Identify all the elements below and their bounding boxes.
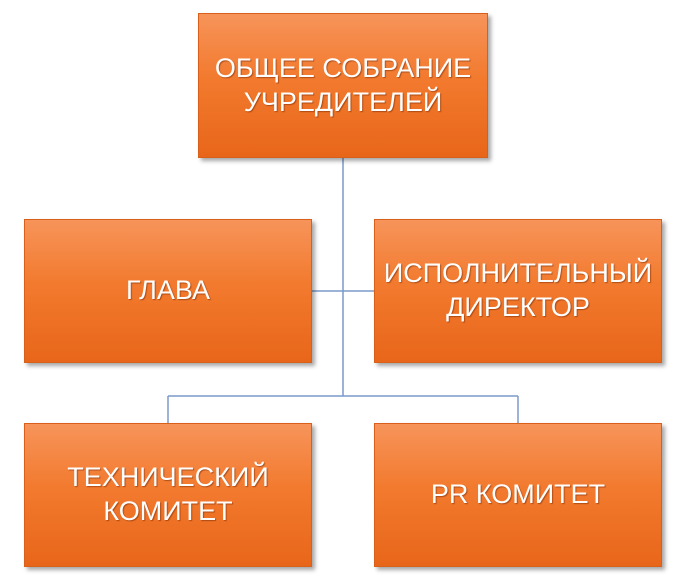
node-pr-committee: PR КОМИТЕТ bbox=[374, 423, 662, 567]
node-label-line: PR КОМИТЕТ bbox=[430, 479, 606, 510]
node-founders-meeting: ОБЩЕЕ СОБРАНИЕ УЧРЕДИТЕЛЕЙ bbox=[198, 13, 488, 158]
node-label-line: ОБЩЕЕ СОБРАНИЕ bbox=[214, 52, 472, 83]
node-label-line: ГЛАВА bbox=[126, 275, 210, 306]
node-label-line: УЧРЕДИТЕЛЕЙ bbox=[243, 86, 443, 117]
node-label-line: КОМИТЕТ bbox=[103, 496, 233, 526]
node-label-line: ТЕХНИЧЕСКИЙ bbox=[67, 462, 269, 493]
node-label-line: ДИРЕКТОР bbox=[446, 292, 590, 322]
node-head: ГЛАВА bbox=[24, 219, 312, 363]
node-label-line: ИСПОЛНИТЕЛЬНЫЙ bbox=[383, 258, 653, 289]
node-executive-director: ИСПОЛНИТЕЛЬНЫЙ ДИРЕКТОР bbox=[374, 219, 662, 363]
node-technical-committee: ТЕХНИЧЕСКИЙ КОМИТЕТ bbox=[24, 423, 312, 567]
